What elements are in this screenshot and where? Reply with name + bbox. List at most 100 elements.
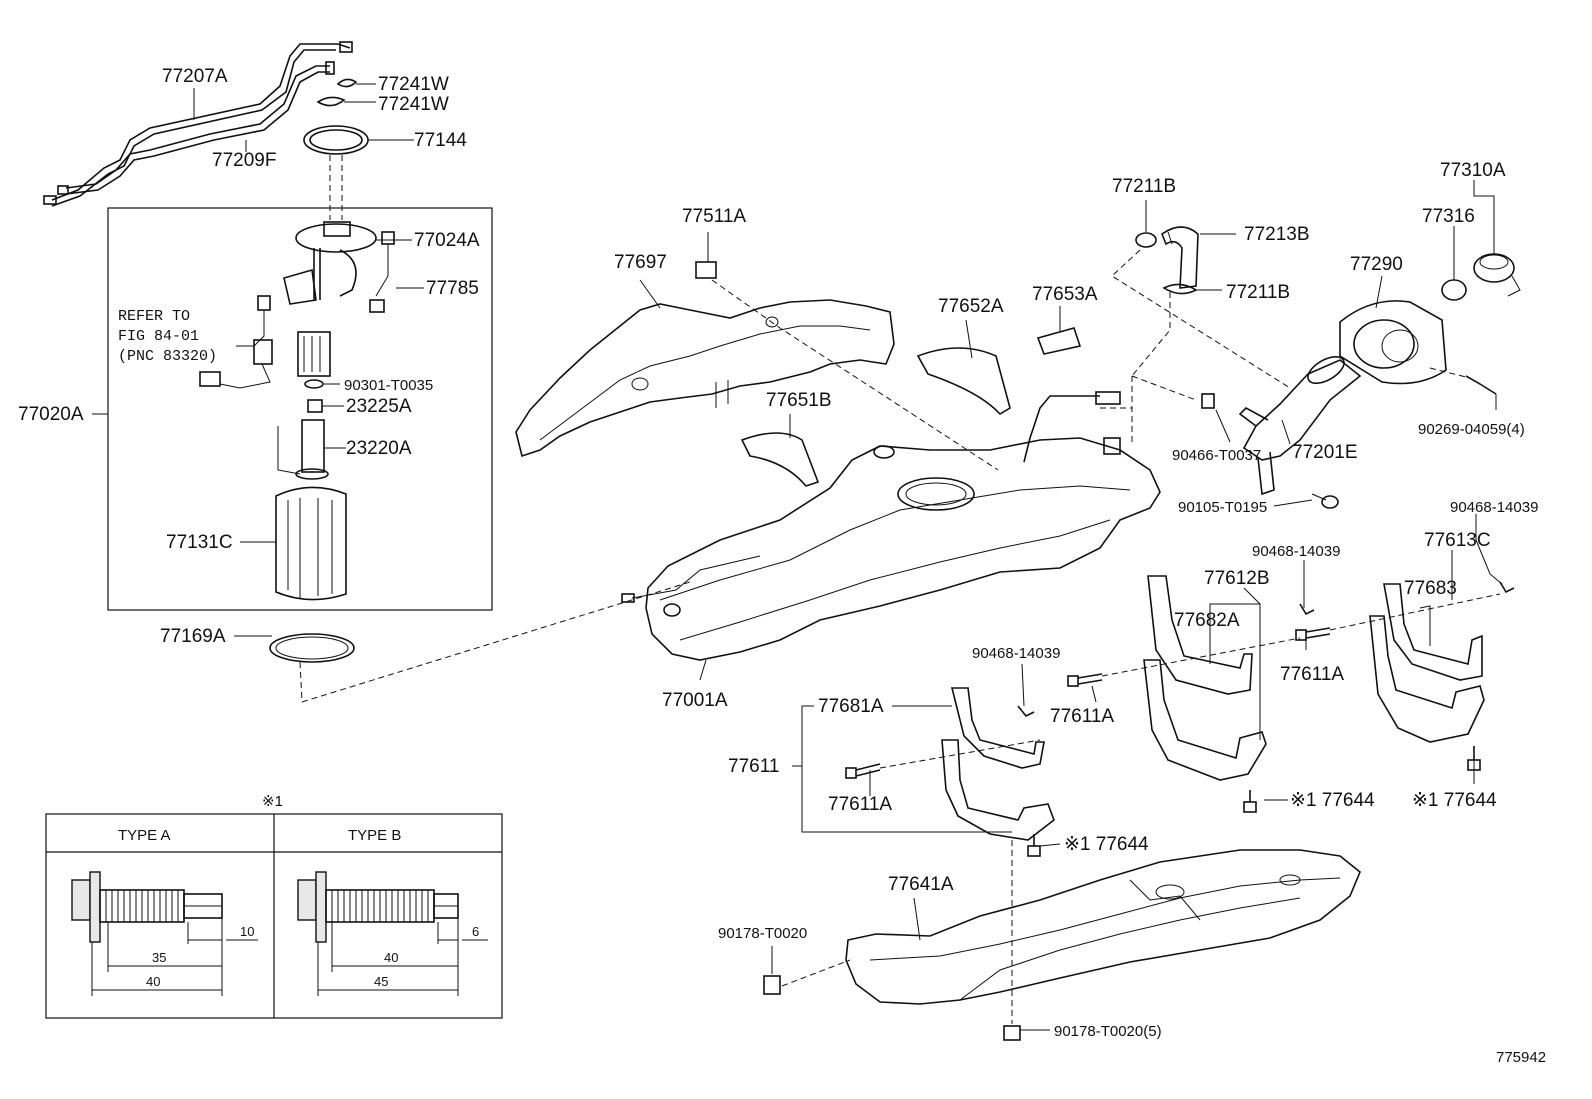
pump-plate-77024A	[283, 221, 377, 305]
gasket-77316	[1441, 279, 1467, 301]
dash-clip-to-tank	[711, 279, 999, 471]
label-77651B: 77651B	[766, 390, 832, 411]
dash-hose-to-pipe	[1111, 249, 1291, 389]
cushion-23225A	[307, 399, 323, 413]
label-90105: 90105-T0195	[1178, 499, 1267, 516]
protector-77641A	[845, 849, 1361, 1005]
label-77612B: 77612B	[1204, 568, 1270, 589]
label-90178-left: 90178-T0020	[718, 925, 807, 942]
hose-77213B	[1161, 226, 1199, 289]
label-90178-bottom: 90178-T0020(5)	[1054, 1023, 1162, 1040]
band-77611-lower	[941, 739, 1055, 841]
label-77611: 77611	[728, 756, 779, 777]
label-77653A: 77653A	[1032, 284, 1098, 305]
label-77207A: 77207A	[162, 66, 228, 87]
fuel-pump-23220A	[277, 419, 329, 480]
dash-screw	[1429, 367, 1471, 379]
label-77201E: 77201E	[1292, 442, 1358, 463]
label-77290: 77290	[1350, 254, 1403, 275]
pad-77653A	[1036, 327, 1082, 355]
sender-wire	[199, 295, 273, 389]
dim-a-35: 35	[152, 950, 166, 965]
label-77611A-right: 77611A	[1280, 664, 1344, 685]
label-90468-left: 90468-14039	[972, 645, 1060, 662]
label-90468-right: 90468-14039	[1450, 499, 1538, 516]
bolt-77644-a	[1027, 834, 1041, 857]
label-23220A: 23220A	[346, 438, 412, 459]
screw-90269	[1465, 375, 1497, 395]
label-90301: 90301-T0035	[344, 377, 433, 394]
label-77316: 77316	[1422, 206, 1475, 227]
dim-b-40: 40	[384, 950, 398, 965]
clip-90468-a	[1017, 705, 1035, 718]
label-90468-mid: 90468-14039	[1252, 543, 1340, 560]
pump-housing-77131C	[275, 486, 347, 601]
label-77785: 77785	[426, 278, 479, 299]
label-77241W-2: 77241W	[378, 94, 449, 115]
inset-type-b: TYPE B	[348, 827, 401, 844]
band-77612B	[1147, 575, 1253, 695]
label-77611A-mid: 77611A	[1050, 706, 1114, 727]
refer-line-1: REFER TO	[118, 308, 190, 325]
dim-b-45: 45	[374, 974, 388, 989]
label-77020A: 77020A	[18, 404, 84, 425]
gasket-77169A	[269, 633, 355, 663]
retainer-ring-77144	[303, 125, 369, 155]
band-77682A	[1143, 659, 1267, 781]
label-90269: 90269-04059(4)	[1418, 421, 1525, 438]
dash-bolts	[879, 593, 1501, 769]
label-77144: 77144	[414, 130, 467, 151]
label-77644-c: ※1 77644	[1412, 790, 1497, 811]
label-77683: 77683	[1404, 578, 1457, 599]
label-77169A: 77169A	[160, 626, 226, 647]
o-ring-90301	[304, 379, 324, 389]
band-77681A	[950, 687, 1045, 769]
dash-nut-left	[781, 959, 851, 987]
fuel-cap-77310A	[1473, 253, 1521, 297]
bolt-90105	[1311, 493, 1339, 509]
label-77641A: 77641A	[888, 874, 954, 895]
refer-line-2: FIG 84-01	[118, 328, 199, 345]
label-77644-b: ※1 77644	[1290, 790, 1375, 811]
inset-bolt-types	[45, 813, 503, 1019]
label-77211B-1: 77211B	[1112, 176, 1176, 197]
label-77681A: 77681A	[818, 696, 884, 717]
label-77241W-1: 77241W	[378, 74, 449, 95]
label-77131C: 77131C	[166, 532, 233, 553]
diagram-id: 775942	[1496, 1049, 1546, 1066]
clip-77241W-upper	[336, 78, 358, 88]
band-77613C	[1383, 583, 1483, 681]
filler-pipe-77201E	[1238, 355, 1362, 496]
label-77511A: 77511A	[682, 206, 746, 227]
clip-90466	[1201, 393, 1215, 409]
wire-harness-77785	[369, 231, 395, 313]
dash-gasket-to-tank	[299, 581, 691, 703]
dash-hose-down	[1131, 292, 1171, 377]
bolt-77611A-mid	[1067, 673, 1103, 687]
inset-mark: ※1	[262, 793, 283, 810]
dash-tank-to-pipe	[1100, 375, 1197, 444]
fuel-filter	[297, 331, 331, 377]
clip-77511A	[695, 261, 717, 279]
label-77697: 77697	[614, 252, 667, 273]
label-90466: 90466-T0037	[1172, 447, 1261, 464]
clip-90468-b	[1299, 603, 1315, 616]
pump-assembly-box	[107, 207, 493, 611]
label-77310A: 77310A	[1440, 160, 1506, 181]
nut-90178-bottom	[1003, 1025, 1021, 1041]
dim-b-6: 6	[472, 924, 479, 939]
inset-type-a: TYPE A	[118, 827, 171, 844]
fuel-tube-77209F	[57, 61, 335, 195]
pad-77651B	[740, 432, 820, 487]
label-23225A: 23225A	[346, 396, 412, 417]
refer-line-3: (PNC 83320)	[118, 348, 217, 365]
label-77211B-2: 77211B	[1226, 282, 1290, 303]
leader-lines	[92, 83, 1503, 1031]
band-77683	[1369, 615, 1485, 743]
label-77209F: 77209F	[212, 150, 276, 171]
label-77644-a: ※1 77644	[1064, 834, 1149, 855]
clip-77241W-lower	[316, 96, 346, 107]
label-77613C: 77613C	[1424, 530, 1491, 551]
dim-a-40: 40	[146, 974, 160, 989]
